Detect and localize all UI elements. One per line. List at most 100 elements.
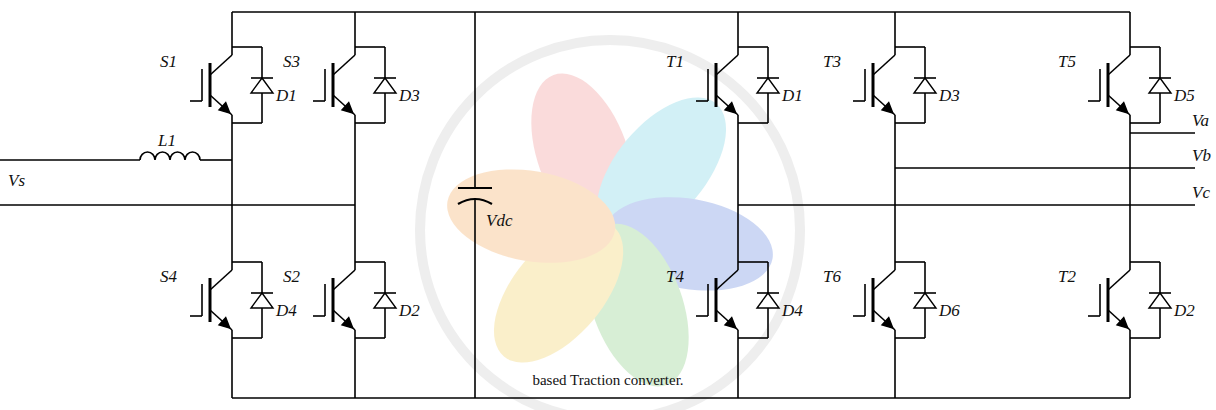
part-label: S3 bbox=[283, 53, 300, 70]
capacitor-symbol bbox=[474, 12, 476, 188]
inductor-symbol bbox=[140, 152, 200, 160]
gate-terminal bbox=[853, 315, 865, 317]
part-label: D4 bbox=[276, 302, 297, 319]
diode-symbol bbox=[757, 293, 779, 308]
wire bbox=[738, 337, 768, 339]
wire bbox=[738, 122, 768, 124]
diode-symbol bbox=[374, 77, 396, 79]
igbt-symbol bbox=[210, 310, 232, 330]
capacitor-symbol bbox=[474, 199, 476, 398]
part-label: D1 bbox=[276, 87, 297, 104]
gate-terminal bbox=[324, 69, 326, 101]
wire bbox=[737, 12, 739, 55]
wire bbox=[894, 330, 896, 398]
part-label: T2 bbox=[1058, 268, 1076, 285]
diode-symbol bbox=[914, 292, 936, 294]
part-label: D4 bbox=[782, 302, 803, 319]
igbt-symbol bbox=[342, 318, 353, 328]
part-label: T3 bbox=[823, 53, 841, 70]
diode-symbol bbox=[251, 78, 273, 93]
dc-rail bbox=[232, 397, 1130, 399]
wire bbox=[894, 115, 896, 270]
gate-terminal bbox=[864, 69, 866, 101]
wire bbox=[1130, 122, 1160, 124]
wire bbox=[895, 261, 925, 263]
igbt-symbol bbox=[333, 270, 355, 290]
gate-terminal bbox=[313, 100, 325, 102]
igbt-symbol bbox=[873, 270, 895, 290]
igbt-symbol bbox=[332, 63, 335, 107]
igbt-symbol bbox=[209, 278, 212, 322]
part-label: Va bbox=[1192, 112, 1209, 129]
wire bbox=[1130, 337, 1160, 339]
gate-terminal bbox=[201, 284, 203, 316]
part-label: Vc bbox=[1192, 184, 1210, 201]
gate-terminal bbox=[201, 69, 203, 101]
wire bbox=[231, 330, 233, 398]
part-label: Vs bbox=[8, 172, 25, 189]
wire bbox=[355, 122, 385, 124]
igbt-symbol bbox=[1108, 310, 1130, 330]
igbt-symbol bbox=[332, 278, 335, 322]
igbt-symbol bbox=[333, 95, 355, 115]
wire bbox=[200, 159, 232, 161]
igbt-symbol bbox=[716, 55, 738, 75]
wire bbox=[895, 337, 925, 339]
wire bbox=[355, 337, 385, 339]
part-label: T5 bbox=[1058, 53, 1076, 70]
igbt-symbol bbox=[1107, 278, 1110, 322]
wire bbox=[355, 46, 385, 48]
part-label: D2 bbox=[399, 302, 420, 319]
wire bbox=[354, 115, 356, 270]
part-label: Vdc bbox=[486, 212, 512, 229]
gate-terminal bbox=[1088, 100, 1100, 102]
part-label: T1 bbox=[666, 53, 684, 70]
igbt-symbol bbox=[210, 55, 232, 75]
igbt-symbol bbox=[342, 103, 353, 113]
wire bbox=[0, 204, 355, 206]
igbt-symbol bbox=[872, 278, 875, 322]
igbt-symbol bbox=[219, 318, 230, 328]
gate-terminal bbox=[853, 100, 865, 102]
output-line bbox=[1130, 132, 1195, 134]
igbt-symbol bbox=[1117, 318, 1128, 328]
part-label: Vb bbox=[1192, 147, 1211, 164]
wire bbox=[355, 261, 385, 263]
part-label: D5 bbox=[1174, 87, 1195, 104]
igbt-symbol bbox=[873, 55, 895, 75]
igbt-symbol bbox=[1108, 270, 1130, 290]
igbt-symbol bbox=[882, 103, 893, 113]
diode-symbol bbox=[374, 78, 396, 93]
part-label: D2 bbox=[1174, 302, 1195, 319]
wire bbox=[895, 122, 925, 124]
wire bbox=[354, 12, 356, 55]
igbt-symbol bbox=[873, 310, 895, 330]
wire bbox=[231, 115, 233, 270]
part-label: D3 bbox=[939, 87, 960, 104]
igbt-symbol bbox=[873, 95, 895, 115]
wire bbox=[354, 330, 356, 398]
wire bbox=[231, 12, 233, 55]
wire bbox=[737, 115, 739, 270]
diode-symbol bbox=[1149, 293, 1171, 308]
igbt-symbol bbox=[715, 278, 718, 322]
wire bbox=[232, 122, 262, 124]
gate-terminal bbox=[190, 100, 202, 102]
wire bbox=[1129, 12, 1131, 55]
igbt-symbol bbox=[872, 63, 875, 107]
wire bbox=[232, 337, 262, 339]
wire bbox=[232, 261, 262, 263]
part-label: T4 bbox=[666, 268, 684, 285]
igbt-symbol bbox=[333, 310, 355, 330]
diode-symbol bbox=[914, 293, 936, 308]
igbt-symbol bbox=[1108, 55, 1130, 75]
gate-terminal bbox=[1099, 284, 1101, 316]
output-line bbox=[738, 204, 1195, 206]
igbt-symbol bbox=[725, 318, 736, 328]
igbt-symbol bbox=[716, 310, 738, 330]
wire bbox=[738, 261, 768, 263]
diode-symbol bbox=[914, 78, 936, 93]
diode-symbol bbox=[1149, 78, 1171, 93]
igbt-symbol bbox=[1108, 95, 1130, 115]
gate-terminal bbox=[707, 69, 709, 101]
